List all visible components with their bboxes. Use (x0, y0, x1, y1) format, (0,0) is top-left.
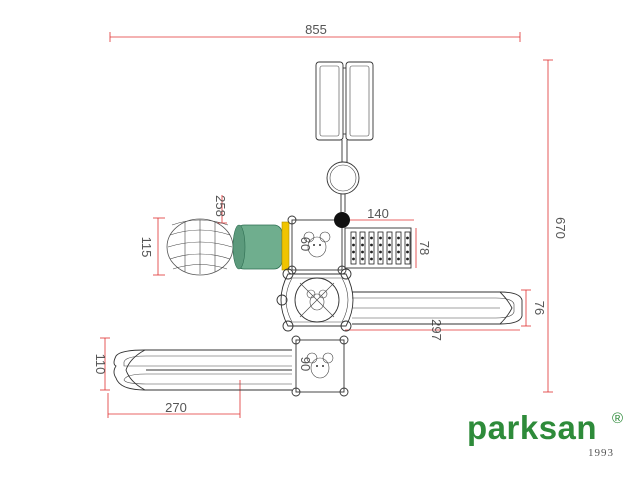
dimension-total-height: 670 (543, 59, 568, 393)
dimension-tower-lower: 90 (298, 357, 313, 371)
ladder-hold (361, 236, 364, 240)
mouse-lower-icon (306, 352, 334, 379)
climbing-ladder (344, 227, 412, 269)
registered-mark: ® (612, 410, 624, 427)
ladder-hold (397, 243, 400, 247)
dimension-double-slide-length: 270 (107, 380, 241, 418)
ladder-hold (406, 243, 409, 247)
ladder-hold (370, 236, 373, 240)
ladder-hold (352, 243, 355, 247)
ladder-rung (359, 231, 366, 265)
ladder-hold (379, 236, 382, 240)
ladder-rung (350, 231, 357, 265)
ladder-rung (386, 231, 393, 265)
ladder-hold (388, 236, 391, 240)
dimension-tower-upper: 60 (298, 237, 313, 251)
lower-tower-deck (291, 335, 349, 397)
ladder-hold (361, 250, 364, 254)
ladder-hold (388, 243, 391, 247)
upper-tower-deck (287, 212, 350, 275)
ladder-hold (406, 257, 409, 261)
slide-width-label: 76 (532, 301, 547, 315)
right-slide (352, 291, 523, 325)
total-height-label: 670 (553, 217, 568, 239)
ladder-hold (388, 250, 391, 254)
ladder-hold (379, 257, 382, 261)
dimension-climber-width: 78 (415, 228, 432, 268)
dimension-tunnel-length: 258 (213, 195, 228, 224)
ladder-hold (379, 243, 382, 247)
ladder-rung (368, 231, 375, 265)
tower-upper-label: 60 (298, 237, 313, 251)
ladder-hold (361, 257, 364, 261)
dimension-slide-width: 76 (521, 289, 547, 327)
ladder-rung (395, 231, 402, 265)
ladder-hold (361, 243, 364, 247)
double-slide (113, 349, 292, 391)
climber-width-label: 78 (417, 241, 432, 255)
ladder-rung (404, 231, 411, 265)
ladder-hold (397, 236, 400, 240)
ladder-hold (370, 243, 373, 247)
brand-name: parksan (467, 409, 598, 446)
ladder-hold (397, 250, 400, 254)
dimension-slide-length: 297 (345, 319, 520, 341)
ladder-hold (406, 250, 409, 254)
mouse-roof-icon (306, 289, 328, 311)
climber-length-label: 140 (367, 206, 389, 221)
ladder-hold (397, 257, 400, 261)
ladder-hold (388, 257, 391, 261)
double-slide-length-label: 270 (165, 400, 187, 415)
tunnel-width-label: 115 (139, 237, 154, 258)
dimension-tunnel-width: 115 (139, 217, 165, 276)
ladder-hold (352, 236, 355, 240)
ladder-hold (370, 250, 373, 254)
slide-length-label: 297 (429, 319, 444, 341)
top-bench-structure (315, 61, 374, 212)
ladder-hold (352, 257, 355, 261)
tower-lower-label: 90 (298, 357, 313, 371)
ladder-hold (379, 250, 382, 254)
tunnel-length-label: 258 (213, 195, 228, 217)
crawl-tunnel (166, 218, 290, 276)
parksan-logo: parksan ® 1993 (467, 408, 637, 468)
ladder-hold (352, 250, 355, 254)
ladder-hold (370, 257, 373, 261)
dimension-total-width: 855 (109, 22, 521, 42)
dimension-double-slide-width: 110 (93, 337, 110, 391)
ladder-rung (377, 231, 384, 265)
mouse-panel-icon (303, 231, 331, 258)
ladder-hold (406, 236, 409, 240)
central-roof-deck (276, 268, 354, 332)
brand-year: 1993 (588, 447, 614, 459)
total-width-label: 855 (305, 22, 327, 37)
double-slide-width-label: 110 (93, 354, 108, 375)
